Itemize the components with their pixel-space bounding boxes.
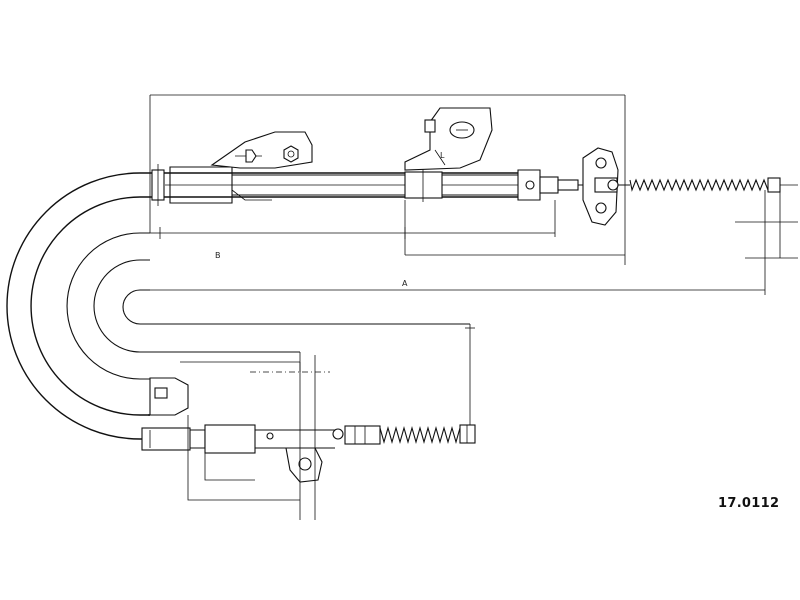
flange-plate [582, 147, 619, 226]
bracket-left [210, 131, 313, 201]
lower-cable-run [141, 377, 476, 483]
dimension-label-l: L [440, 151, 445, 160]
upper-cable-run [150, 164, 630, 206]
dimension-label-a: A [402, 279, 408, 288]
dimension-label-b: B [215, 251, 221, 260]
part-number: 17.0112 [718, 496, 780, 511]
dimension-lines [149, 94, 798, 520]
bracket-middle [404, 107, 493, 171]
return-spring [629, 177, 798, 193]
cable-sheath [6, 172, 765, 440]
